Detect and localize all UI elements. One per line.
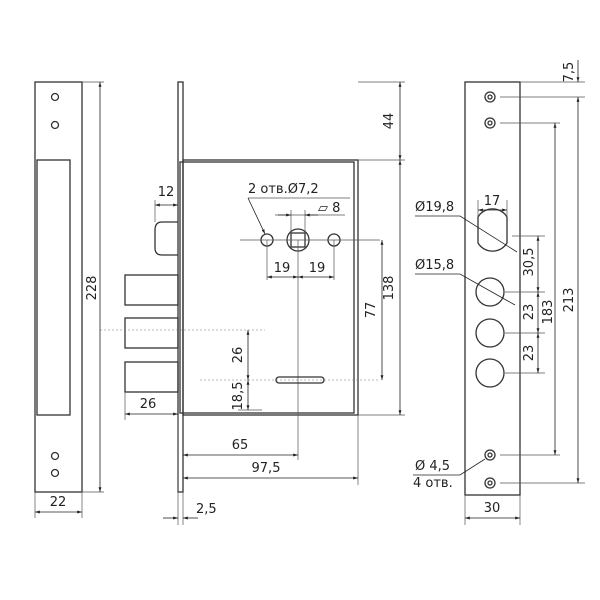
- label-dia-19-8: Ø19,8: [415, 200, 454, 215]
- bolts: [124, 274, 179, 393]
- label-dia-4-5: Ø 4,5: [415, 459, 450, 474]
- dim-23-b: 23: [522, 345, 537, 362]
- dim-17: 17: [484, 194, 501, 209]
- screw-holes: [50, 92, 60, 478]
- dim-77: 77: [364, 302, 379, 319]
- dim-2-5: 2,5: [196, 502, 217, 517]
- latch: [154, 221, 178, 256]
- label-holes: 2 отв.Ø7,2: [248, 182, 319, 197]
- dim-7-5: 7,5: [562, 62, 577, 83]
- dim-26-horiz: 26: [140, 397, 157, 412]
- dim-30-5: 30,5: [522, 248, 537, 277]
- dim-strike-height: 228: [85, 276, 100, 301]
- strike-plate-front: 228 22: [34, 81, 104, 518]
- dim-97-5: 97,5: [252, 461, 281, 476]
- dim-strike-width: 22: [50, 495, 67, 510]
- dim-19-right: 19: [309, 261, 326, 276]
- dim-26-vert: 26: [231, 347, 246, 364]
- dim-19-left: 19: [274, 261, 291, 276]
- dim-30: 30: [484, 501, 501, 516]
- label-dia-15-8: Ø15,8: [415, 258, 454, 273]
- dim-213: 213: [562, 288, 577, 313]
- faceplate-front: 7,5 213 183 30,5 23 23 17 Ø19,8 Ø15,8 Ø …: [413, 60, 585, 525]
- dim-latch: 12: [158, 185, 175, 200]
- dim-44: 44: [382, 113, 397, 130]
- dim-183: 183: [541, 300, 556, 325]
- label-screw-count: 4 отв.: [413, 476, 453, 491]
- dim-138: 138: [382, 276, 397, 301]
- label-spindle: ▱ 8: [318, 201, 340, 216]
- dim-23-a: 23: [522, 304, 537, 321]
- lock-body-side: 12 2 отв.Ø7,2 ▱ 8 19 19 44 138 77 26 18,…: [100, 81, 405, 525]
- dim-65: 65: [232, 438, 249, 453]
- dim-18-5: 18,5: [231, 382, 246, 411]
